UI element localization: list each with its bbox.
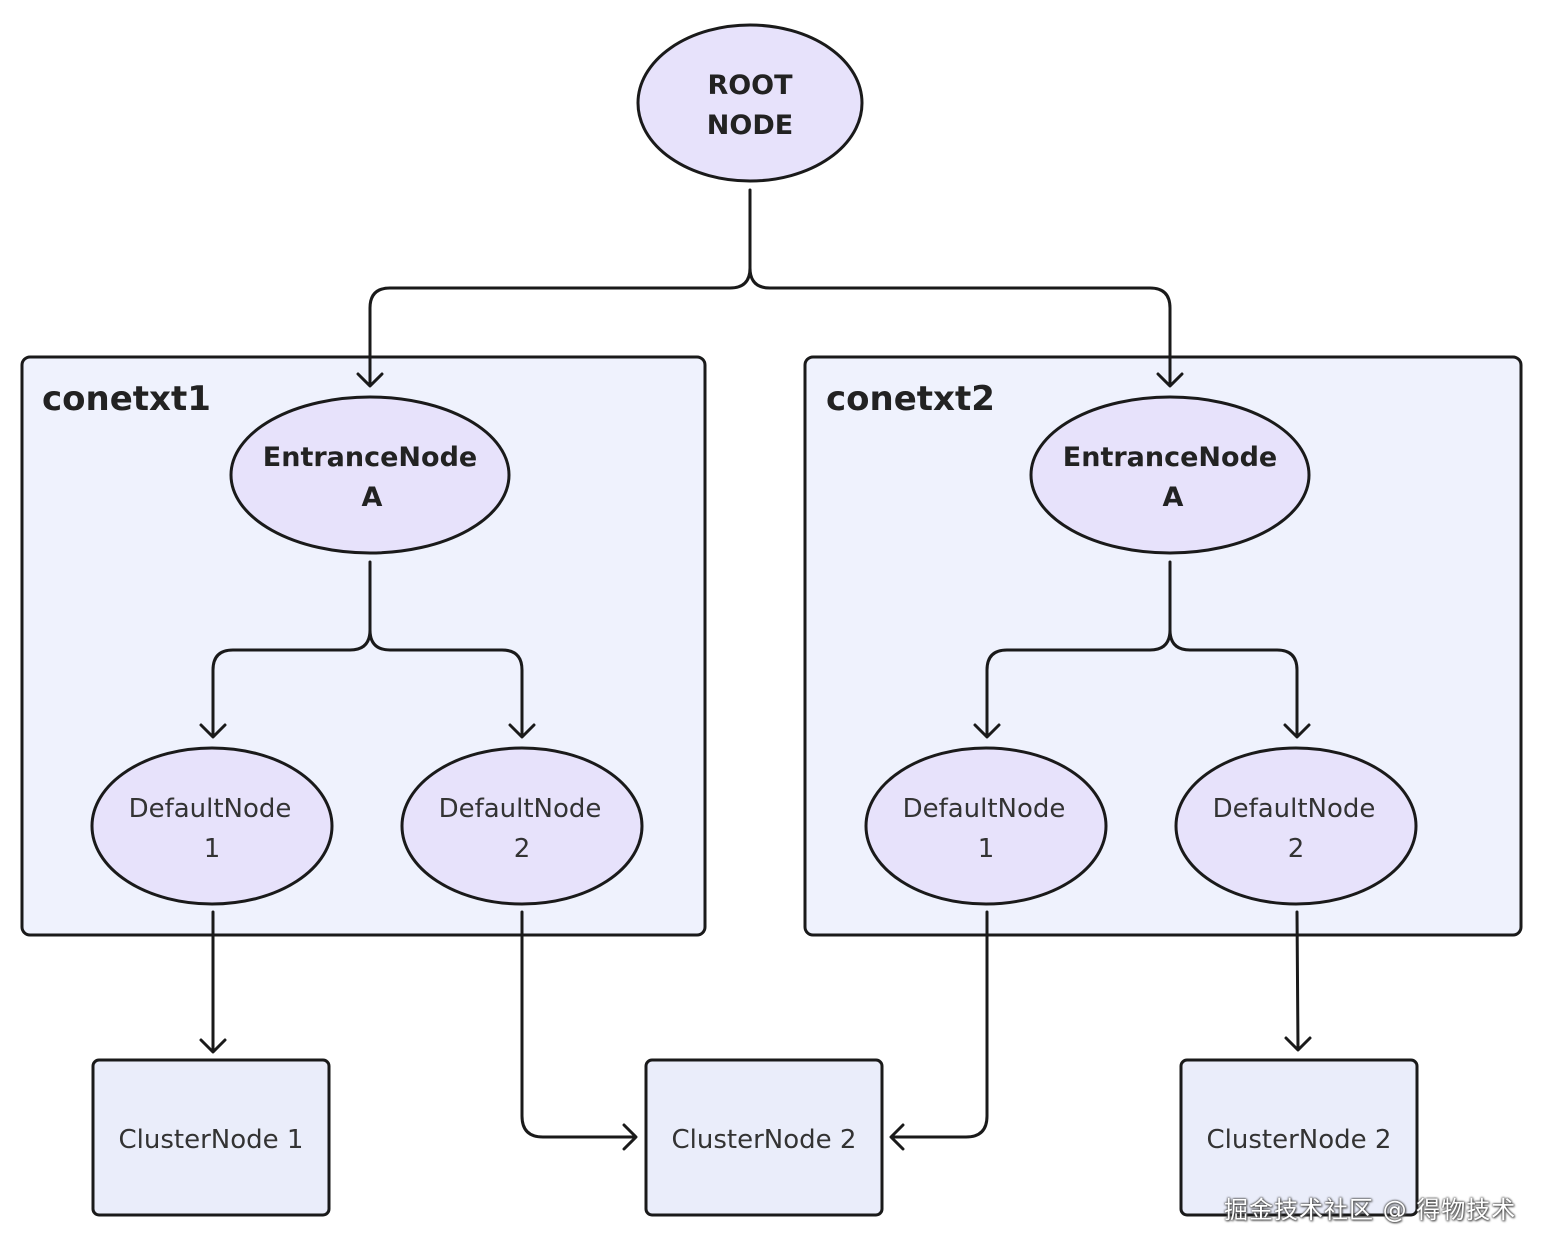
entrance-node-context1-line1: EntranceNode [263,442,477,473]
edge-root-to-entrance2 [748,266,1172,386]
edge-default2b-to-cluster3 [1295,910,1300,1050]
container-context1-title: conetxt1 [42,379,211,419]
arrowhead-default2b [1283,723,1311,739]
edge-entrance1-to-default1 [211,560,372,737]
cluster-node-1-label: ClusterNode 1 [119,1125,304,1155]
edge-entrance2-to-default2 [1168,628,1299,737]
default-node-context1-1: DefaultNode 1 [90,746,334,906]
default-node-context1-1-line1: DefaultNode [129,794,292,824]
root-node-line1: ROOT [707,70,793,101]
arrowhead-cluster2-right [889,1123,905,1151]
container-context2-title: conetxt2 [826,379,995,419]
arrowheads [199,372,1312,1151]
default-node-context2-2-line1: DefaultNode [1213,794,1376,824]
edge-entrance1-to-default2 [368,628,524,737]
cluster-node-2-label: ClusterNode 2 [672,1125,857,1155]
default-node-context2-1-line2: 1 [978,834,995,864]
edge-root-to-entrance1 [368,188,752,386]
default-node-context1-2-line1: DefaultNode [439,794,602,824]
arrowhead-cluster1 [199,1038,227,1054]
root-node: ROOT NODE [636,23,864,183]
cluster-node-3: ClusterNode 2 [1179,1058,1419,1217]
default-node-context2-2-line2: 2 [1288,834,1305,864]
edge-default2a-to-cluster2 [891,910,989,1139]
arrowhead-default1a [199,723,227,739]
arrowhead-default2a [973,723,1001,739]
entrance-node-context1-line2: A [362,482,383,513]
watermark-text: 掘金技术社区 @ 得物技术 [1224,1196,1517,1224]
edge-default1b-to-cluster2 [520,910,636,1139]
arrowhead-cluster3 [1284,1036,1312,1052]
entrance-node-context2-line1: EntranceNode [1063,442,1277,473]
edges [211,188,1300,1139]
entrance-node-context2: EntranceNode A [1029,395,1311,555]
default-node-context2-2: DefaultNode 2 [1174,746,1418,906]
default-node-context1-1-line2: 1 [204,834,221,864]
cluster-node-1: ClusterNode 1 [91,1058,331,1217]
default-node-context2-1: DefaultNode 1 [864,746,1108,906]
default-node-context1-2-line2: 2 [514,834,531,864]
cluster-node-2: ClusterNode 2 [644,1058,884,1217]
entrance-node-context1: EntranceNode A [229,395,511,555]
arrowhead-entrance1 [356,372,384,388]
cluster-node-3-label: ClusterNode 2 [1207,1125,1392,1155]
arrowhead-cluster2-left [622,1123,638,1151]
edge-entrance2-to-default1 [985,560,1172,737]
arrowhead-default1b [508,723,536,739]
entrance-node-context2-line2: A [1163,482,1184,513]
arrowhead-entrance2 [1156,372,1184,388]
default-node-context2-1-line1: DefaultNode [903,794,1066,824]
root-node-line2: NODE [707,110,793,141]
default-node-context1-2: DefaultNode 2 [400,746,644,906]
